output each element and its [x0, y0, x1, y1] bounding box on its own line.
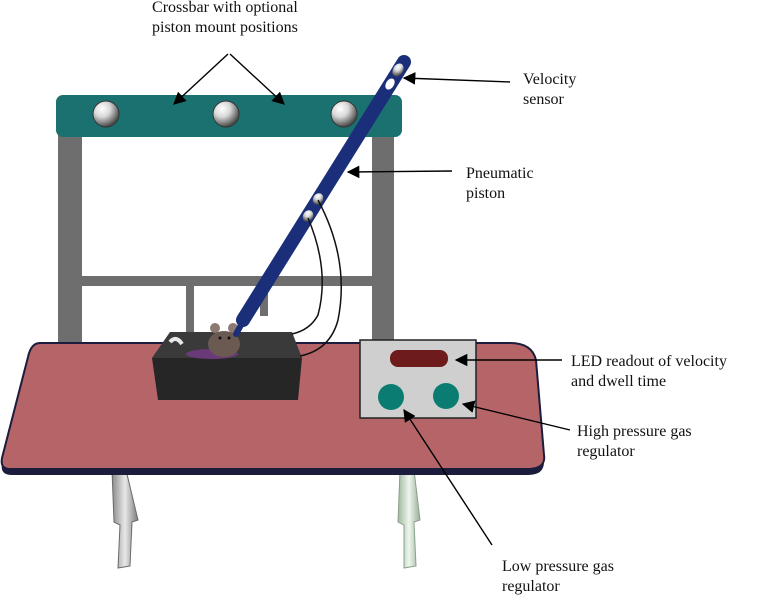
table-legs [111, 469, 421, 569]
table-leg-right [397, 469, 421, 569]
control-box [359, 339, 477, 419]
led-readout [390, 350, 448, 367]
led-label-line2: and dwell time [571, 373, 667, 390]
frame-inner-post-left [186, 286, 194, 346]
frame [58, 130, 394, 382]
velocity-sensor-ball [392, 63, 404, 77]
sensor-ball-2 [385, 78, 395, 90]
mount-ball-1 [92, 100, 120, 128]
piston-port-1 [312, 193, 324, 205]
mouse-eye-right [227, 336, 231, 340]
arrow-velocity-sensor [402, 72, 511, 85]
mouse-ear-left [210, 323, 220, 333]
velocity-sensor-label: Velocity sensor [523, 70, 576, 110]
frame-inner-post-right [260, 286, 268, 316]
table-edge [1, 455, 545, 475]
velocity-sensor-label-line1: Velocity [523, 71, 577, 88]
piston-label-line1: Pneumatic [466, 165, 534, 182]
arrow-high-regulator [461, 400, 571, 431]
box-front [152, 358, 302, 400]
crossbar-label-line2: piston mount positions [152, 19, 298, 36]
frame-crossrail [82, 276, 374, 286]
high-regulator-label-line2: regulator [577, 443, 635, 460]
crossbar-label: Crossbar with optional piston mount posi… [152, 0, 298, 38]
led-label-line1: LED readout of velocity [571, 353, 727, 370]
mount-ball-2 [212, 100, 240, 128]
arrow-low-regulator [403, 408, 493, 546]
led-label: LED readout of velocity and dwell time [571, 352, 727, 392]
arrow-crossbar-right [229, 53, 285, 105]
high-regulator-label-line1: High pressure gas [577, 423, 692, 440]
piston-port-2 [302, 210, 314, 222]
piston-rod [236, 55, 411, 327]
high-pressure-knob [433, 383, 459, 409]
velocity-sensor-label-line2: sensor [523, 91, 564, 108]
low-regulator-label-line2: regulator [502, 578, 560, 595]
piston-label: Pneumatic piston [466, 164, 534, 204]
mouse-body [208, 331, 240, 357]
piston-label-line2: piston [466, 185, 506, 202]
low-regulator-label: Low pressure gas regulator [502, 557, 614, 597]
crossbar [56, 95, 402, 137]
table-leg-left [111, 469, 139, 569]
pneumatic-piston [233, 55, 411, 337]
arrow-piston [346, 165, 453, 179]
arrow-crossbar-left [173, 53, 229, 105]
annotation-arrows [173, 53, 571, 546]
mount-ball-3 [330, 100, 358, 128]
box-highlight [168, 337, 184, 346]
hose-2 [291, 217, 323, 335]
animal-enclosure [152, 323, 302, 400]
hose-1 [299, 199, 342, 357]
piston-tip [233, 315, 248, 337]
gas-hoses [291, 199, 342, 357]
mouse-eye-left [218, 336, 222, 340]
low-pressure-knob [378, 384, 404, 410]
crossbar-label-line1: Crossbar with optional [152, 0, 298, 16]
frame-post-right [372, 130, 394, 350]
high-regulator-label: High pressure gas regulator [577, 422, 692, 462]
frame-post-left [58, 130, 82, 382]
low-regulator-label-line1: Low pressure gas [502, 558, 614, 575]
